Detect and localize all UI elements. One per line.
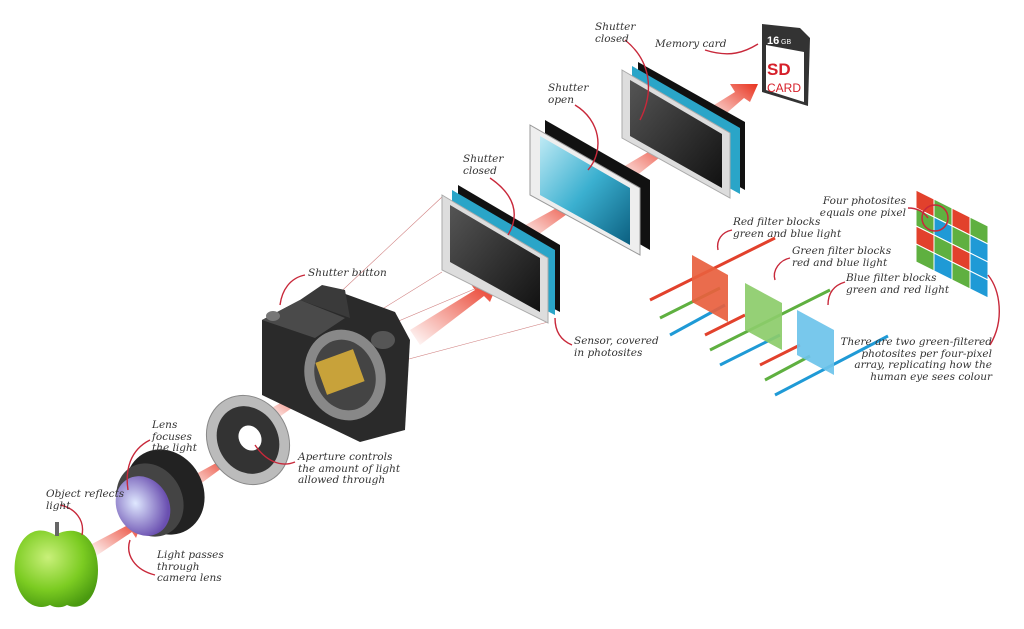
label-memory-card: Memory card <box>655 38 727 50</box>
bayer-photosite-grid <box>915 189 989 299</box>
blue-filter <box>797 310 834 375</box>
shutter-open-frame <box>529 120 650 256</box>
label-red-filter: Red filter blocks green and blue light <box>733 216 842 240</box>
aperture-ring <box>205 394 291 486</box>
label-object-reflects: Object reflects light <box>46 488 125 512</box>
green-filter <box>745 283 782 350</box>
label-shutter-closed-top: Shutter closed <box>595 21 636 45</box>
sd-unit: GB <box>781 39 791 46</box>
camera-body <box>262 285 410 442</box>
lens <box>115 449 205 537</box>
sd-capacity: 16 <box>767 35 779 47</box>
apple-object <box>14 522 98 608</box>
label-shutter-button: Shutter button <box>308 267 387 279</box>
label-aperture: Aperture controls the amount of light al… <box>298 451 401 486</box>
label-two-green: There are two green-filtered photosites … <box>840 336 992 383</box>
red-filter <box>692 255 728 322</box>
label-sensor: Sensor, covered in photosites <box>574 335 659 359</box>
photosite-cell <box>969 270 989 299</box>
sd-card: 16 GB SD CARD <box>762 24 810 106</box>
label-shutter-open: Shutter open <box>548 82 589 106</box>
beam-arrow <box>410 280 498 345</box>
label-lens-focuses: Lens focuses the light <box>152 419 197 454</box>
label-green-filter: Green filter blocks red and blue light <box>792 245 892 269</box>
color-filters <box>649 236 889 397</box>
shutter-closed-frame-top <box>621 62 745 199</box>
label-four-photosites: Four photosites equals one pixel <box>819 195 906 219</box>
annotation-arrows <box>59 39 1000 576</box>
sd-brand: SD <box>767 60 791 79</box>
sd-brand-card: CARD <box>767 81 801 95</box>
label-light-passes: Light passes through camera lens <box>157 549 224 584</box>
label-blue-filter: Blue filter blocks green and red light <box>846 272 950 296</box>
label-shutter-closed-front: Shutter closed <box>463 153 504 177</box>
pixel-highlight-circle <box>921 204 949 232</box>
sensor-frame-front <box>441 185 560 324</box>
